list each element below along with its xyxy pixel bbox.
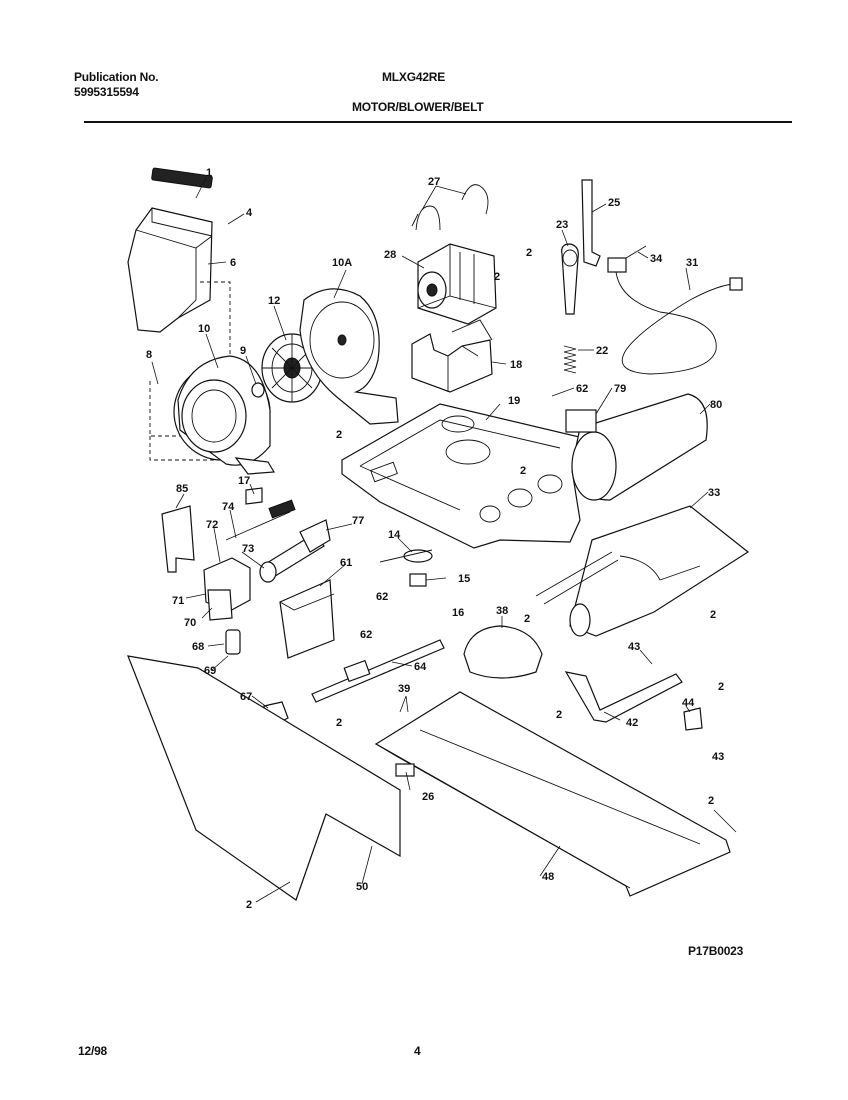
part-labels: 1 4 6 10 8 9 12 10A 2 27 28 2 2 23 25 34… — [146, 167, 724, 911]
part-label: 19 — [508, 395, 520, 407]
idler-assembly — [561, 179, 601, 374]
part-label: 23 — [556, 219, 568, 231]
part-label: 10 — [198, 323, 210, 335]
motor-mount — [411, 333, 493, 393]
part-label: 39 — [398, 683, 410, 695]
part-label: 14 — [388, 529, 401, 541]
part-label: 62 — [376, 591, 388, 603]
part-label: 71 — [172, 595, 184, 607]
part-label: 4 — [246, 207, 253, 219]
page-number: 4 — [414, 1044, 421, 1058]
part-label: 38 — [496, 605, 508, 617]
part-label: 42 — [626, 717, 638, 729]
igniter — [225, 629, 241, 655]
part-label: 79 — [614, 383, 626, 395]
gas-valve — [203, 557, 251, 621]
motor-assembly — [411, 184, 497, 325]
blower-housing — [173, 355, 276, 475]
pulley-base — [409, 573, 427, 587]
part-label: 43 — [712, 751, 724, 763]
part-label: 70 — [184, 617, 196, 629]
part-label: 2 — [708, 795, 714, 807]
header-rule — [84, 121, 792, 123]
burner-tube — [259, 519, 331, 583]
part-label: 61 — [340, 557, 352, 569]
part-label: 2 — [520, 465, 526, 477]
part-label: 74 — [222, 501, 235, 513]
part-label: 1 — [206, 167, 212, 179]
part-label: 2 — [336, 717, 342, 729]
foot-pad — [395, 763, 415, 777]
idler-pulley — [403, 549, 433, 563]
leader-lines — [151, 177, 737, 903]
base-pan — [341, 403, 593, 549]
model-number: MLXG42RE — [382, 70, 446, 84]
publication-label: Publication No. — [74, 70, 159, 84]
part-label: 33 — [708, 487, 720, 499]
part-label: 2 — [246, 899, 252, 911]
heater-tube — [565, 393, 708, 501]
part-label: 15 — [458, 573, 470, 585]
support-rod — [311, 639, 445, 703]
part-label: 2 — [556, 709, 562, 721]
part-label: 2 — [718, 681, 724, 693]
part-label: 8 — [146, 349, 152, 361]
part-label: 25 — [608, 197, 620, 209]
clip — [245, 487, 263, 505]
part-label: 77 — [352, 515, 364, 527]
part-label: 31 — [686, 257, 698, 269]
part-label: 85 — [176, 483, 188, 495]
part-label: 2 — [710, 609, 716, 621]
part-label: 17 — [238, 475, 250, 487]
part-label: 2 — [494, 271, 500, 283]
drive-belt — [463, 625, 543, 679]
part-label: 2 — [526, 247, 532, 259]
part-label: 67 — [240, 691, 252, 703]
part-label: 64 — [414, 661, 427, 673]
part-label: 6 — [230, 257, 236, 269]
base-rail — [374, 691, 731, 897]
part-label: 22 — [596, 345, 608, 357]
part-label: 12 — [268, 295, 280, 307]
part-label: 50 — [356, 881, 368, 893]
footer-date: 12/98 — [78, 1044, 108, 1058]
part-label: 26 — [422, 791, 434, 803]
part-label: 10A — [332, 257, 352, 269]
part-label: 16 — [452, 607, 464, 619]
part-label: 73 — [242, 543, 254, 555]
part-label: 9 — [240, 345, 246, 357]
power-cord — [607, 245, 743, 375]
publication-number: 5995315594 — [74, 85, 139, 99]
part-label: 2 — [336, 429, 342, 441]
part-label: 68 — [192, 641, 204, 653]
part-label: 62 — [360, 629, 372, 641]
part-label: 28 — [384, 249, 396, 261]
part-label: 69 — [204, 665, 216, 677]
part-label: 62 — [576, 383, 588, 395]
part-label: 2 — [524, 613, 530, 625]
washer — [251, 382, 265, 398]
shield-plate — [161, 505, 195, 573]
part-label: 44 — [682, 697, 695, 709]
section-title: MOTOR/BLOWER/BELT — [352, 100, 484, 114]
drawing-code: P17B0023 — [688, 944, 744, 958]
rear-bracket — [564, 671, 703, 731]
duct-assembly — [127, 167, 213, 333]
part-label: 18 — [510, 359, 522, 371]
part-label: 43 — [628, 641, 640, 653]
bottom-panel — [127, 655, 401, 901]
burner-bracket — [279, 579, 335, 659]
part-label: 72 — [206, 519, 218, 531]
part-label: 27 — [428, 176, 440, 188]
burner-duct — [535, 505, 750, 637]
part-label: 80 — [710, 399, 722, 411]
part-label: 48 — [542, 871, 554, 883]
part-label: 34 — [650, 253, 663, 265]
blower-cover — [299, 288, 399, 425]
